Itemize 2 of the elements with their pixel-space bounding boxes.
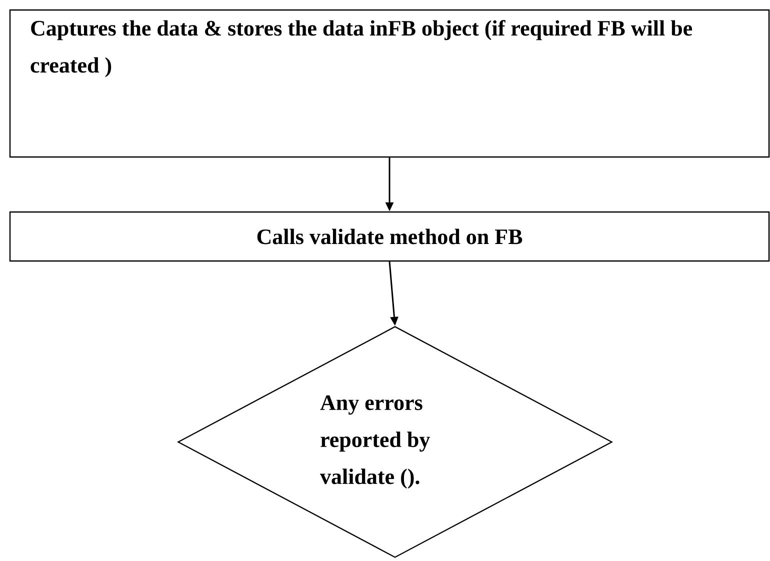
process-box: Calls validate method on FB bbox=[9, 211, 770, 262]
process-box: Captures the data & stores the data inFB object (if required FB will be created ) bbox=[9, 9, 770, 158]
